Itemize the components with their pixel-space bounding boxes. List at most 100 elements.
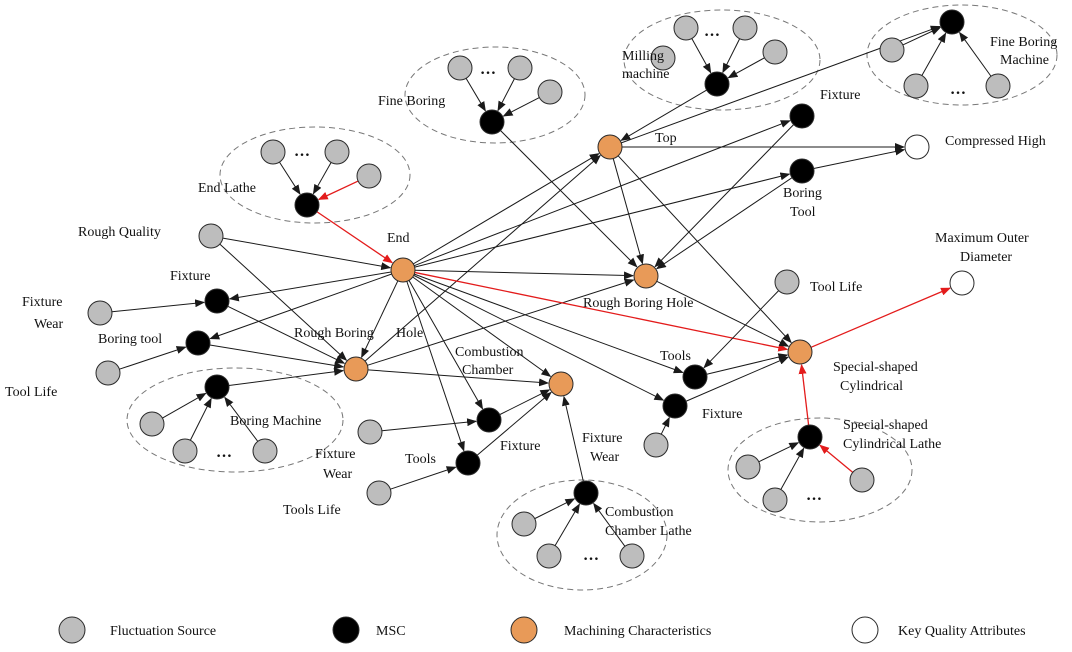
node-el (294, 192, 320, 218)
node-fixr (662, 393, 688, 419)
edge-FWL-to-FIXL (111, 299, 206, 313)
edge-mm_a-to-MM (691, 38, 712, 74)
ellipsis-special-lathe: … (806, 487, 822, 504)
label-fixture-left: Fixture (170, 269, 210, 284)
edge-END-to-FXM (408, 280, 484, 410)
node-top (597, 134, 623, 160)
edge-FWM-to-FXM (381, 418, 478, 432)
label-machine: machine (622, 67, 669, 82)
cluster-ellipses (126, 4, 1058, 591)
edge-el_b-to-EL (312, 162, 332, 195)
ellipsis-end-lathe: … (294, 143, 310, 160)
label-fixture-top: Fixture (820, 88, 860, 103)
label-special-1: Special-shaped (833, 360, 918, 375)
edge-FB-to-RBH (500, 130, 638, 268)
node-el-b (324, 139, 350, 165)
cluster-end-lathe (219, 126, 411, 224)
edge-cl_b-to-CL (554, 503, 580, 546)
label-comb-lathe-1: Combustion (605, 505, 673, 520)
node-fb (479, 109, 505, 135)
node-fwm (357, 419, 383, 445)
edge-BM-to-RB (228, 367, 345, 386)
edge-TLM-to-TM (390, 466, 457, 490)
edge-SSL-to-SSC (798, 363, 810, 426)
node-end (390, 257, 416, 283)
edge-ssl_b-to-SSL (780, 447, 805, 490)
node-fb-a (447, 55, 473, 81)
edge-TOP-to-SSC (617, 155, 792, 344)
label-max-outer-1: Maximum Outer (935, 231, 1029, 246)
edge-mm_c-to-MM (727, 57, 765, 79)
node-fxm (476, 407, 502, 433)
legend-machining-label: Machining Characteristics (564, 624, 711, 639)
label-fixture-wear-1: Fixture (22, 295, 62, 310)
edge-BT-to-CH (813, 147, 906, 170)
edge-bm_c-to-BM (224, 396, 259, 442)
label-special-2: Cylindrical (840, 379, 903, 394)
node-bm-a (139, 411, 165, 437)
label-fixture-wear-center-1: Fixture (582, 431, 622, 446)
label-fixture-wear-center-2: Wear (590, 450, 620, 465)
legend: Fluctuation Source MSC Machining Charact… (58, 616, 1026, 644)
label-end: End (387, 231, 410, 246)
ellipsis-fine-boring-machine: … (950, 81, 966, 98)
label-fine-boring-machine-1: Fine Boring (990, 35, 1057, 50)
node-bm-b (172, 438, 198, 464)
node-el-c (356, 163, 382, 189)
label-rough-quality: Rough Quality (78, 225, 161, 240)
edge-FXM-to-CC (499, 389, 551, 416)
edge-RQ-to-RB (219, 243, 348, 361)
node-cl-b (536, 543, 562, 569)
node-cl-c (619, 543, 645, 569)
node-mm-b (732, 15, 758, 41)
label-fine-boring-machine-2: Machine (1000, 53, 1049, 68)
label-tools-mid: Tools (405, 452, 436, 467)
label-fixture-wear-2: Wear (34, 317, 64, 332)
edge-RB-to-CC (367, 369, 550, 387)
cluster-milling-machine (623, 9, 821, 111)
label-tool-life-right: Tool Life (810, 280, 862, 295)
edge-FIX_T-to-RBH (654, 124, 794, 268)
edge-END-to-FIXR (413, 274, 665, 401)
label-rough-boring-hole: Rough Boring Hole (583, 296, 693, 311)
node-rq (198, 223, 224, 249)
edge-SSC-to-MOD (810, 287, 951, 348)
label-boring-machine: Boring Machine (230, 414, 321, 429)
node-tlr (774, 269, 800, 295)
node-mm (704, 71, 730, 97)
label-milling: Milling (622, 49, 664, 64)
node-fb-b (507, 55, 533, 81)
edge-RQ-to-END (222, 237, 392, 271)
node-mod (949, 270, 975, 296)
node-bt (789, 158, 815, 184)
label-end-lathe: End Lathe (198, 181, 256, 196)
legend-machining-swatch (510, 616, 538, 644)
edge-END-to-FIX_T (414, 120, 791, 267)
edge-END-to-RB (361, 280, 399, 359)
edge-el_a-to-EL (279, 161, 301, 195)
edge-END-to-BT (414, 172, 791, 268)
edge-RB-to-RBH (367, 278, 635, 366)
edge-TLL-to-BTL (119, 346, 187, 370)
node-mm-d (650, 45, 676, 71)
node-ssc (787, 339, 813, 365)
edge-el_c-to-EL (317, 180, 359, 201)
node-fb-c (537, 79, 563, 105)
label-combustion-1: Combustion (455, 345, 523, 360)
label-special-lathe-1: Special-shaped (843, 418, 928, 433)
label-special-lathe-2: Cylindrical Lathe (843, 437, 941, 452)
node-fbm-b (903, 73, 929, 99)
edge-fb_a-to-FB (465, 78, 486, 112)
edge-cl_c-to-CL (593, 502, 626, 547)
node-cl (573, 480, 599, 506)
node-fbm (939, 9, 965, 35)
edge-fb_c-to-FB (502, 97, 540, 117)
edge-RB-to-TOP (364, 154, 601, 362)
edge-ssl_c-to-SSL (819, 444, 854, 473)
label-tools-right: Tools (660, 349, 691, 364)
node-tlm (366, 480, 392, 506)
legend-msc-swatch (332, 616, 360, 644)
node-el-a (260, 139, 286, 165)
legend-fluctuation-label: Fluctuation Source (110, 624, 216, 639)
